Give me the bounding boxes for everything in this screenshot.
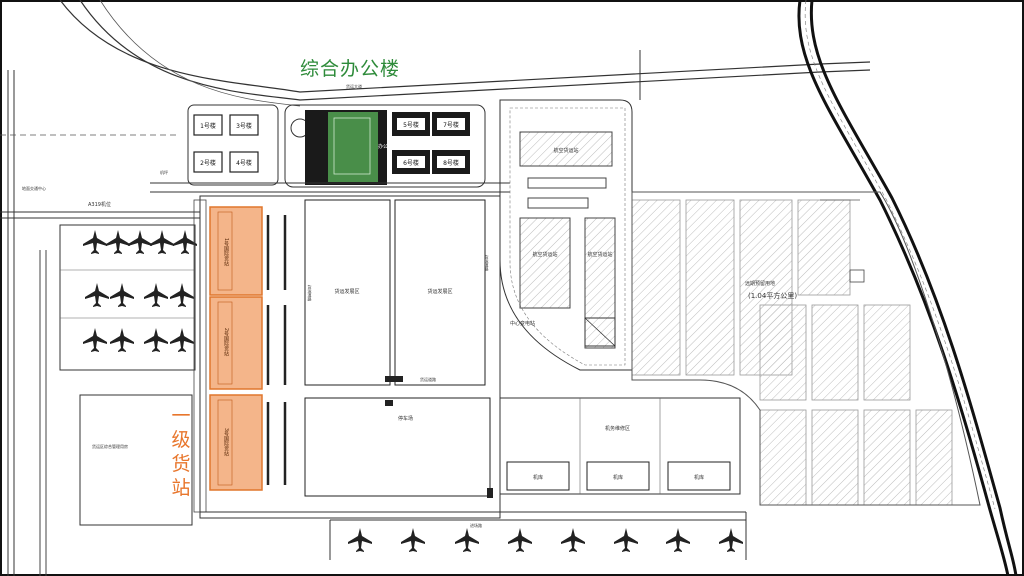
hangar-2 bbox=[586, 461, 650, 491]
dorm-2-label: 2号楼 bbox=[200, 159, 216, 167]
office-5-label: 5号楼 bbox=[403, 121, 419, 129]
east-reserve-blocks bbox=[631, 199, 953, 506]
top-road bbox=[59, 0, 871, 93]
east-area-label: 远期预留用地 bbox=[745, 280, 775, 287]
east-area-size: (1.04平方公里) bbox=[748, 291, 797, 300]
dev-zone-a bbox=[304, 199, 391, 386]
cargo-shed-3-label: 3号国际货站 bbox=[223, 428, 229, 458]
warehouse-left-label: 航空货运站 bbox=[532, 251, 557, 258]
cargo-shed-2 bbox=[209, 296, 263, 390]
station-char-2: 级 bbox=[171, 429, 191, 451]
station-char-4: 站 bbox=[171, 477, 191, 499]
office-compound bbox=[284, 104, 486, 188]
office-building-label: 综合办公楼 bbox=[300, 58, 401, 80]
office-center-label: 办公楼 bbox=[378, 143, 393, 150]
office-8-label: 8号楼 bbox=[443, 159, 459, 167]
primary-cargo-station: 1号国际货站 2号国际货站 3号国际货站 bbox=[209, 206, 263, 491]
truck-docks bbox=[266, 215, 287, 485]
hangar-3-label: 机库 bbox=[694, 474, 704, 481]
warehouse-top-label: 航空货运站 bbox=[553, 147, 578, 154]
east-highway bbox=[797, 0, 1010, 576]
apron-west bbox=[59, 224, 196, 371]
maintenance-label: 机务维修区 bbox=[605, 425, 630, 432]
parking-block bbox=[304, 397, 491, 497]
west-note: 地面交通中心 bbox=[22, 185, 46, 191]
dev-zone-a-label: 货运发展区 bbox=[334, 288, 359, 295]
east-reserve-boundary bbox=[631, 191, 981, 506]
cargo-shed-1 bbox=[209, 206, 263, 296]
apron-west-aircraft bbox=[83, 230, 197, 352]
dev-zone-b bbox=[394, 199, 486, 386]
hangar-2-label: 机库 bbox=[613, 474, 623, 481]
left-note-2: 机坪 bbox=[160, 169, 168, 175]
warehouse-right bbox=[584, 217, 616, 349]
road-c-label: 货运道路 bbox=[420, 376, 436, 382]
dorm-1-label: 1号楼 bbox=[200, 122, 216, 130]
cargo-area-boundary bbox=[199, 195, 501, 519]
warehouse-left bbox=[519, 217, 571, 309]
hangar-1-label: 机库 bbox=[533, 474, 543, 481]
warehouse-top bbox=[519, 131, 613, 167]
dorm-compound bbox=[187, 104, 279, 186]
west-service-block bbox=[79, 394, 193, 526]
cargo-shed-1-label: 1号国际货站 bbox=[223, 238, 229, 268]
cargo-shed-2-label: 2号国际货站 bbox=[223, 328, 229, 358]
parking-label: 停车场 bbox=[398, 415, 413, 422]
south-apron-aircraft bbox=[348, 528, 743, 552]
dev-zone-b-label: 货运发展区 bbox=[427, 288, 452, 295]
dorm-3-label: 3号楼 bbox=[236, 122, 252, 130]
hangar-1 bbox=[506, 461, 570, 491]
office-highlight bbox=[328, 112, 378, 182]
central-warehouse-zone bbox=[499, 99, 633, 371]
office-6-label: 6号楼 bbox=[403, 159, 419, 167]
primary-cargo-station-label: 一 级 货 站 bbox=[170, 404, 192, 500]
top-road-note: 货运大道 bbox=[346, 83, 362, 89]
substation-label: 中心变电站 bbox=[510, 320, 535, 327]
dorm-4-label: 4号楼 bbox=[236, 159, 252, 167]
road-b-label: 货运道路 bbox=[485, 254, 490, 272]
road-a-label: 货运道路 bbox=[308, 284, 313, 302]
station-char-1: 一 bbox=[171, 405, 191, 427]
elevation-note: A319机位 bbox=[88, 201, 111, 208]
dorm-buildings: 1号楼 3号楼 2号楼 4号楼 bbox=[193, 114, 259, 173]
left-note: 货运区综合管理用房 bbox=[92, 443, 128, 449]
cargo-shed-3 bbox=[209, 394, 263, 491]
office-buildings: 5号楼 7号楼 6号楼 8号楼 bbox=[392, 112, 470, 174]
maintenance-zone bbox=[499, 397, 741, 495]
office-7-label: 7号楼 bbox=[443, 121, 459, 129]
station-char-3: 货 bbox=[171, 453, 191, 475]
hangar-3 bbox=[667, 461, 731, 491]
warehouse-right-label: 航空货运站 bbox=[587, 251, 612, 258]
road-left-label: 进场路 bbox=[470, 522, 482, 528]
